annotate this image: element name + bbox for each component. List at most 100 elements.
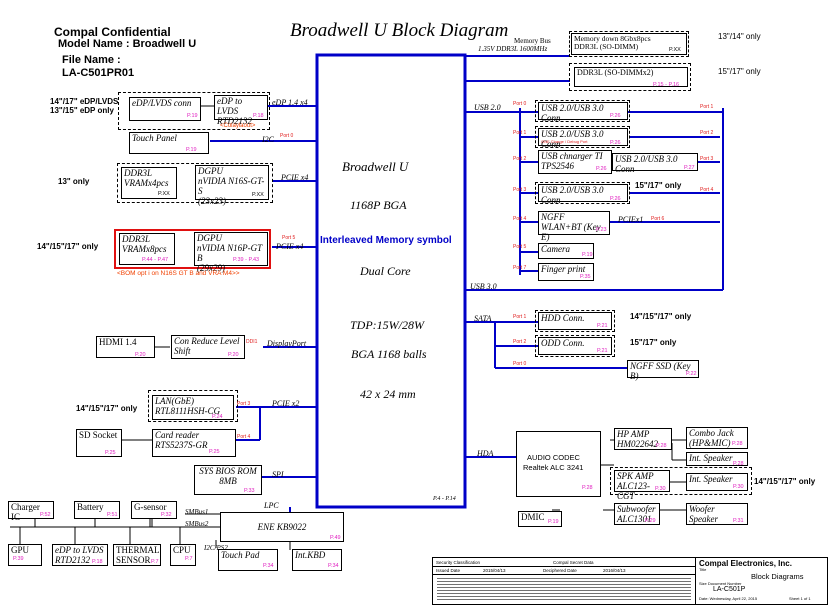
- usb-port5: Port 5: [513, 244, 527, 250]
- hdd-conn-box: HDD Conn.: [538, 312, 612, 330]
- memory-down-page: P.XX: [669, 47, 681, 53]
- confidential-label: Compal Confidential: [54, 25, 171, 39]
- cpu-size: 42 x 24 mm: [360, 387, 416, 401]
- ngff-ssd-box: NGFF SSD (Key B): [627, 360, 699, 381]
- secret-data: Compal Secret Data: [553, 560, 594, 565]
- edp-lvds-conn-page: P.19: [187, 113, 198, 119]
- note-15-17-only-usb: 15"/17" only: [635, 181, 682, 190]
- dgpu1-line3: (23x23): [198, 195, 226, 206]
- touch-pad-box: Touch Pad: [218, 549, 278, 571]
- hdd-conn-page: P.21: [597, 323, 608, 329]
- edp-to-lvds-small-box: eDP to LVDS RTD2132: [52, 544, 108, 566]
- usb30-label: USB 3.0: [470, 282, 497, 291]
- edp-bus-label: eDP 1.4 x4: [272, 98, 308, 107]
- bios-rom-page: P.33: [244, 488, 255, 494]
- note-14-15-17-only-hdd: 14"/15"/17" only: [630, 312, 692, 321]
- dimm-group: [569, 63, 691, 91]
- ec-box: ENE KB9022: [220, 512, 344, 542]
- int-speaker1-box: Int. Speaker: [686, 452, 748, 466]
- finger-print-page: P.35: [580, 274, 591, 280]
- dgpu2-box: DGPU nVIDIA N16P-GT B (29x29): [194, 232, 268, 273]
- usb-conn1-box: USB 2.0/USB 3.0 Conn: [538, 102, 628, 123]
- dmic-box: DMIC: [518, 511, 562, 527]
- note-13-14-only: 13"/14" only: [718, 32, 761, 41]
- con-reduce-page: P.20: [228, 352, 239, 358]
- security-classification: Security Classification: [436, 560, 481, 565]
- odd-group: [535, 335, 615, 357]
- audio-codec-line2: Realtek ALC 3241: [523, 463, 584, 472]
- hdd-group: [535, 310, 615, 332]
- usb-port0: Port 0: [513, 101, 527, 107]
- note-13-only: 13" only: [58, 177, 90, 186]
- note-14-15-17-only-lan: 14"/15"/17" only: [76, 404, 138, 413]
- usb-conn2-group: [535, 126, 630, 148]
- i2c-port0: Port 0: [280, 133, 294, 139]
- deciphered-date-value: 2016/04/13: [603, 568, 626, 573]
- smbus1-label: SMBus1: [185, 508, 209, 516]
- g-sensor-page: P.32: [161, 512, 172, 518]
- lan-port3: Port 3: [237, 401, 251, 407]
- card-reader-port4: Port 4: [237, 434, 251, 440]
- dgpu2-line2: nVIDIA N16P-GT B: [197, 242, 262, 263]
- camera-page: P.19: [582, 252, 593, 258]
- bom-option-note: <BOM opt i on N16S GT B and VRA M4>>: [117, 270, 240, 277]
- vram4-box: DDR3L VRAMx4pcs: [121, 167, 177, 199]
- note-14-15-17-only-spk: 14"/15"/17" only: [754, 477, 816, 486]
- combo-jack-page: P.28: [732, 441, 743, 447]
- lan-page: P.24: [212, 414, 223, 420]
- ngff-wlan-box: NGFF WLAN+BT (Key E): [538, 211, 610, 242]
- sata-label: SATA: [474, 314, 492, 323]
- finger-print-box: Finger print: [538, 263, 594, 281]
- usb-conn3-page: P.27: [684, 165, 695, 171]
- dgpu1-group: [117, 163, 273, 203]
- memory-down-box: Memory down 8Gbx8pcs DDR3L (SO-DIMM): [571, 33, 687, 55]
- card-reader-page: P.25: [209, 449, 220, 455]
- edp-to-lvds-page: P.18: [253, 113, 264, 119]
- subwoofer-page: P.29: [645, 518, 656, 524]
- pcie-x4-a: PCIE x4: [281, 173, 309, 182]
- sd-socket-box: SD Socket: [76, 429, 122, 457]
- audio-codec-page: P.28: [582, 485, 593, 491]
- dgpu1-box: DGPU nVIDIA N16S-GT-S (23x23): [195, 165, 269, 206]
- memory-bus-label: Memory Bus: [514, 37, 551, 45]
- touch-panel-page: P.19: [186, 147, 197, 153]
- title-label: Title: [699, 567, 707, 572]
- usb-conn4-page: P.26: [610, 196, 621, 202]
- vram8-box: DDR3L VRAMx8pcs: [119, 233, 175, 265]
- spk-amp-group: [610, 467, 752, 495]
- gpu-small-box: GPU: [8, 544, 42, 566]
- cpu-balls: BGA 1168 balls: [351, 347, 427, 361]
- pcie-port5: Port 5: [282, 235, 296, 241]
- displayport-label: DisplayPort: [267, 339, 307, 348]
- camera-box: Camera: [538, 243, 594, 259]
- lan-group: [148, 390, 238, 422]
- sheet-label: Sheet 1 of 1: [789, 596, 811, 601]
- usb-ext-port3: Port 3: [700, 156, 714, 162]
- usb-conn2-page: P.26: [610, 140, 621, 146]
- pciex1-label: PCIEx1: [618, 215, 644, 224]
- usb-port4: Port 4: [513, 216, 527, 222]
- memory-down-group: [569, 31, 689, 57]
- cpu-small-box: CPU: [170, 544, 196, 566]
- company-name: Compal Electronics, Inc.: [699, 559, 792, 568]
- sata-port0: Port 0: [513, 361, 527, 367]
- size-doc-label: Size Document Number: [699, 581, 742, 586]
- issued-date-label: Issued Date: [436, 568, 461, 573]
- usb-ext-port2: Port 2: [700, 130, 714, 136]
- smbus2-label: SMBus2: [185, 520, 209, 528]
- edp-to-lvds-small-page: P.18: [92, 559, 103, 565]
- edp-note-14-17: 14"/17" eDP/LVDS: [50, 97, 119, 106]
- charger-ic-box: Charger IC: [8, 501, 54, 522]
- sd-socket-page: P.25: [105, 450, 116, 456]
- cpu-package: 1168P BGA: [350, 198, 407, 212]
- combo-jack-box: Combo Jack (HP&MIC): [686, 427, 748, 449]
- usb20-label: USB 2.0: [474, 103, 501, 112]
- note-15-17-only: 15"/17" only: [718, 67, 761, 76]
- ngff-ssd-page: P.22: [686, 371, 697, 377]
- hda-label: HDA: [477, 449, 494, 458]
- issued-date-value: 2015/04/13: [483, 568, 506, 573]
- document-number: LA-C501P: [713, 586, 746, 593]
- touch-panel-box: Touch Panel: [129, 132, 209, 154]
